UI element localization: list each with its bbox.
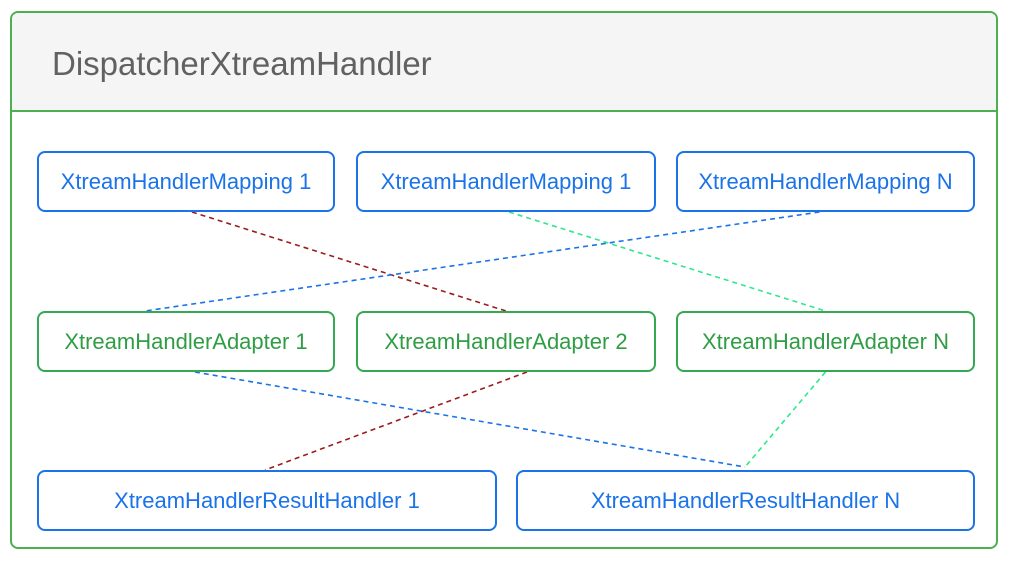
- link-mapping-0-to-adapter-1: [191, 211, 507, 312]
- link-mapping-2-to-adapter-0: [144, 211, 820, 312]
- dispatcher-panel: DispatcherXtreamHandler: [10, 11, 998, 549]
- link-adapter-0-to-result-1: [194, 371, 746, 468]
- result-handler-node-1: XtreamHandlerResultHandler 1: [37, 470, 497, 531]
- link-adapter-1-to-result-0: [264, 371, 528, 471]
- mapping-node-2: XtreamHandlerMapping 1: [356, 151, 656, 212]
- adapter-node-2: XtreamHandlerAdapter 2: [356, 311, 656, 372]
- link-mapping-1-to-adapter-2: [508, 211, 826, 312]
- mapping-node-1: XtreamHandlerMapping 1: [37, 151, 335, 212]
- result-handler-node-n: XtreamHandlerResultHandler N: [516, 470, 975, 531]
- adapter-node-n: XtreamHandlerAdapter N: [676, 311, 975, 372]
- adapter-node-1: XtreamHandlerAdapter 1: [37, 311, 335, 372]
- panel-header: DispatcherXtreamHandler: [12, 13, 996, 112]
- link-adapter-2-to-result-1: [744, 371, 827, 468]
- panel-title: DispatcherXtreamHandler: [52, 45, 432, 82]
- mapping-node-n: XtreamHandlerMapping N: [676, 151, 975, 212]
